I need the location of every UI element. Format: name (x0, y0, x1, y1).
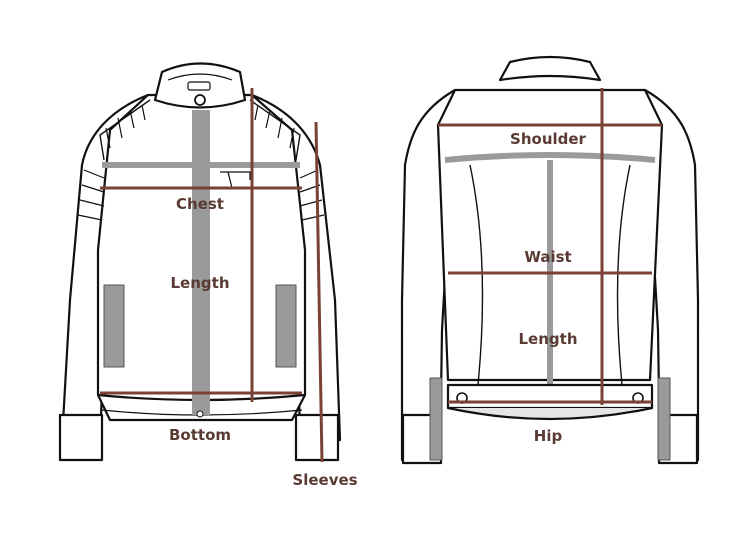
shoulder-label: Shoulder (510, 130, 586, 148)
chest-label: Chest (176, 195, 224, 213)
back-jacket (400, 55, 700, 465)
hip-label: Hip (533, 427, 563, 445)
bottom-label: Bottom (168, 426, 232, 444)
waist-label: Waist (524, 248, 572, 266)
front-zipper (192, 110, 210, 415)
sleeve-line (314, 121, 324, 463)
back-length-label: Length (518, 330, 578, 348)
back-measure-lines (438, 88, 662, 405)
front-measure-lines (100, 88, 324, 463)
front-length-label: Length (170, 274, 230, 292)
sleeves-label: Sleeves (292, 471, 358, 489)
